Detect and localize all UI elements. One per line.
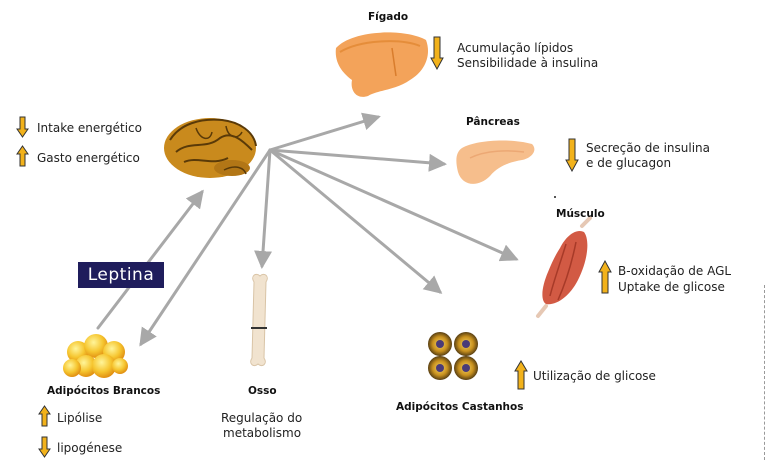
white-adipocytes-effect-1: Lipólise [57,411,102,426]
arrows [98,117,516,344]
arrow-adipocytes-to-brain [98,192,202,328]
white-adipocytes-title: Adipócitos Brancos [47,385,160,397]
bone-image [251,274,268,365]
muscle-effect-1: B-oxidação de AGL [618,264,731,279]
liver-title: Fígado [368,11,408,23]
bone-effect-2: metabolismo [223,426,301,441]
white-adipocytes-effect-2: lipogénese [57,441,122,456]
down-arrow-icon [16,116,29,138]
arrow-to-bone [262,150,270,266]
liver-effect-1: Acumulação lípidos [457,41,573,56]
pancreas-effect-2: e de glucagon [586,156,671,171]
muscle-image [538,218,590,316]
muscle-effect-2: Uptake de glicose [618,280,725,295]
up-arrow-icon [514,360,528,390]
down-arrow-icon [430,36,444,70]
brown-adipocytes-effect-1: Utilização de glicose [533,369,656,384]
bone-effect-1: Regulação do [221,411,302,426]
liver-effect-2: Sensibilidade à insulina [457,56,598,71]
pancreas-image [456,141,534,184]
brain-effect-2: Gasto energético [37,151,140,166]
bone-title: Osso [248,385,277,397]
pancreas-title: Pâncreas [466,116,520,128]
brown-adipocytes-title: Adipócitos Castanhos [396,401,524,413]
up-arrow-icon [598,260,612,294]
brain-effect-1: Intake energético [37,121,142,136]
hormone-label: Leptina [78,262,164,288]
arrow-to-liver [270,117,378,150]
arrow-to-brown-adipocytes [270,150,440,292]
down-arrow-icon [38,436,51,458]
decor-dot [554,196,556,198]
brain-image [164,118,256,178]
brown-adipocytes-image [428,332,478,380]
down-arrow-icon [565,138,579,172]
up-arrow-icon [38,405,51,427]
pancreas-effect-1: Secreção de insulina [586,141,710,156]
edge-divider [764,285,766,460]
liver-image [336,32,428,96]
muscle-title: Músculo [556,208,605,220]
white-adipocytes-image [63,334,128,378]
up-arrow-icon [16,145,29,167]
